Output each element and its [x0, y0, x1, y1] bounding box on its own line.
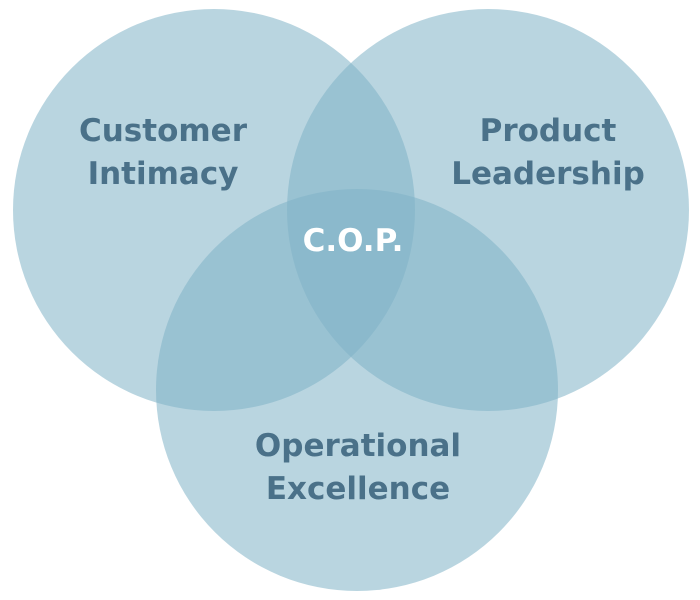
center-label: C.O.P. — [303, 223, 404, 259]
label-customer-intimacy: Customer Intimacy — [79, 113, 248, 192]
label-product-leadership-line-2: Leadership — [451, 156, 645, 192]
label-operational-excellence-line-2: Excellence — [266, 471, 450, 507]
venn-circles — [13, 9, 689, 591]
label-operational-excellence: Operational Excellence — [255, 428, 461, 507]
label-product-leadership: Product Leadership — [451, 113, 645, 192]
circle-operational-excellence — [156, 189, 558, 591]
label-operational-excellence-line-1: Operational — [255, 428, 461, 464]
label-customer-intimacy-line-1: Customer — [79, 113, 248, 149]
label-customer-intimacy-line-2: Intimacy — [88, 156, 239, 192]
label-product-leadership-line-1: Product — [480, 113, 617, 149]
